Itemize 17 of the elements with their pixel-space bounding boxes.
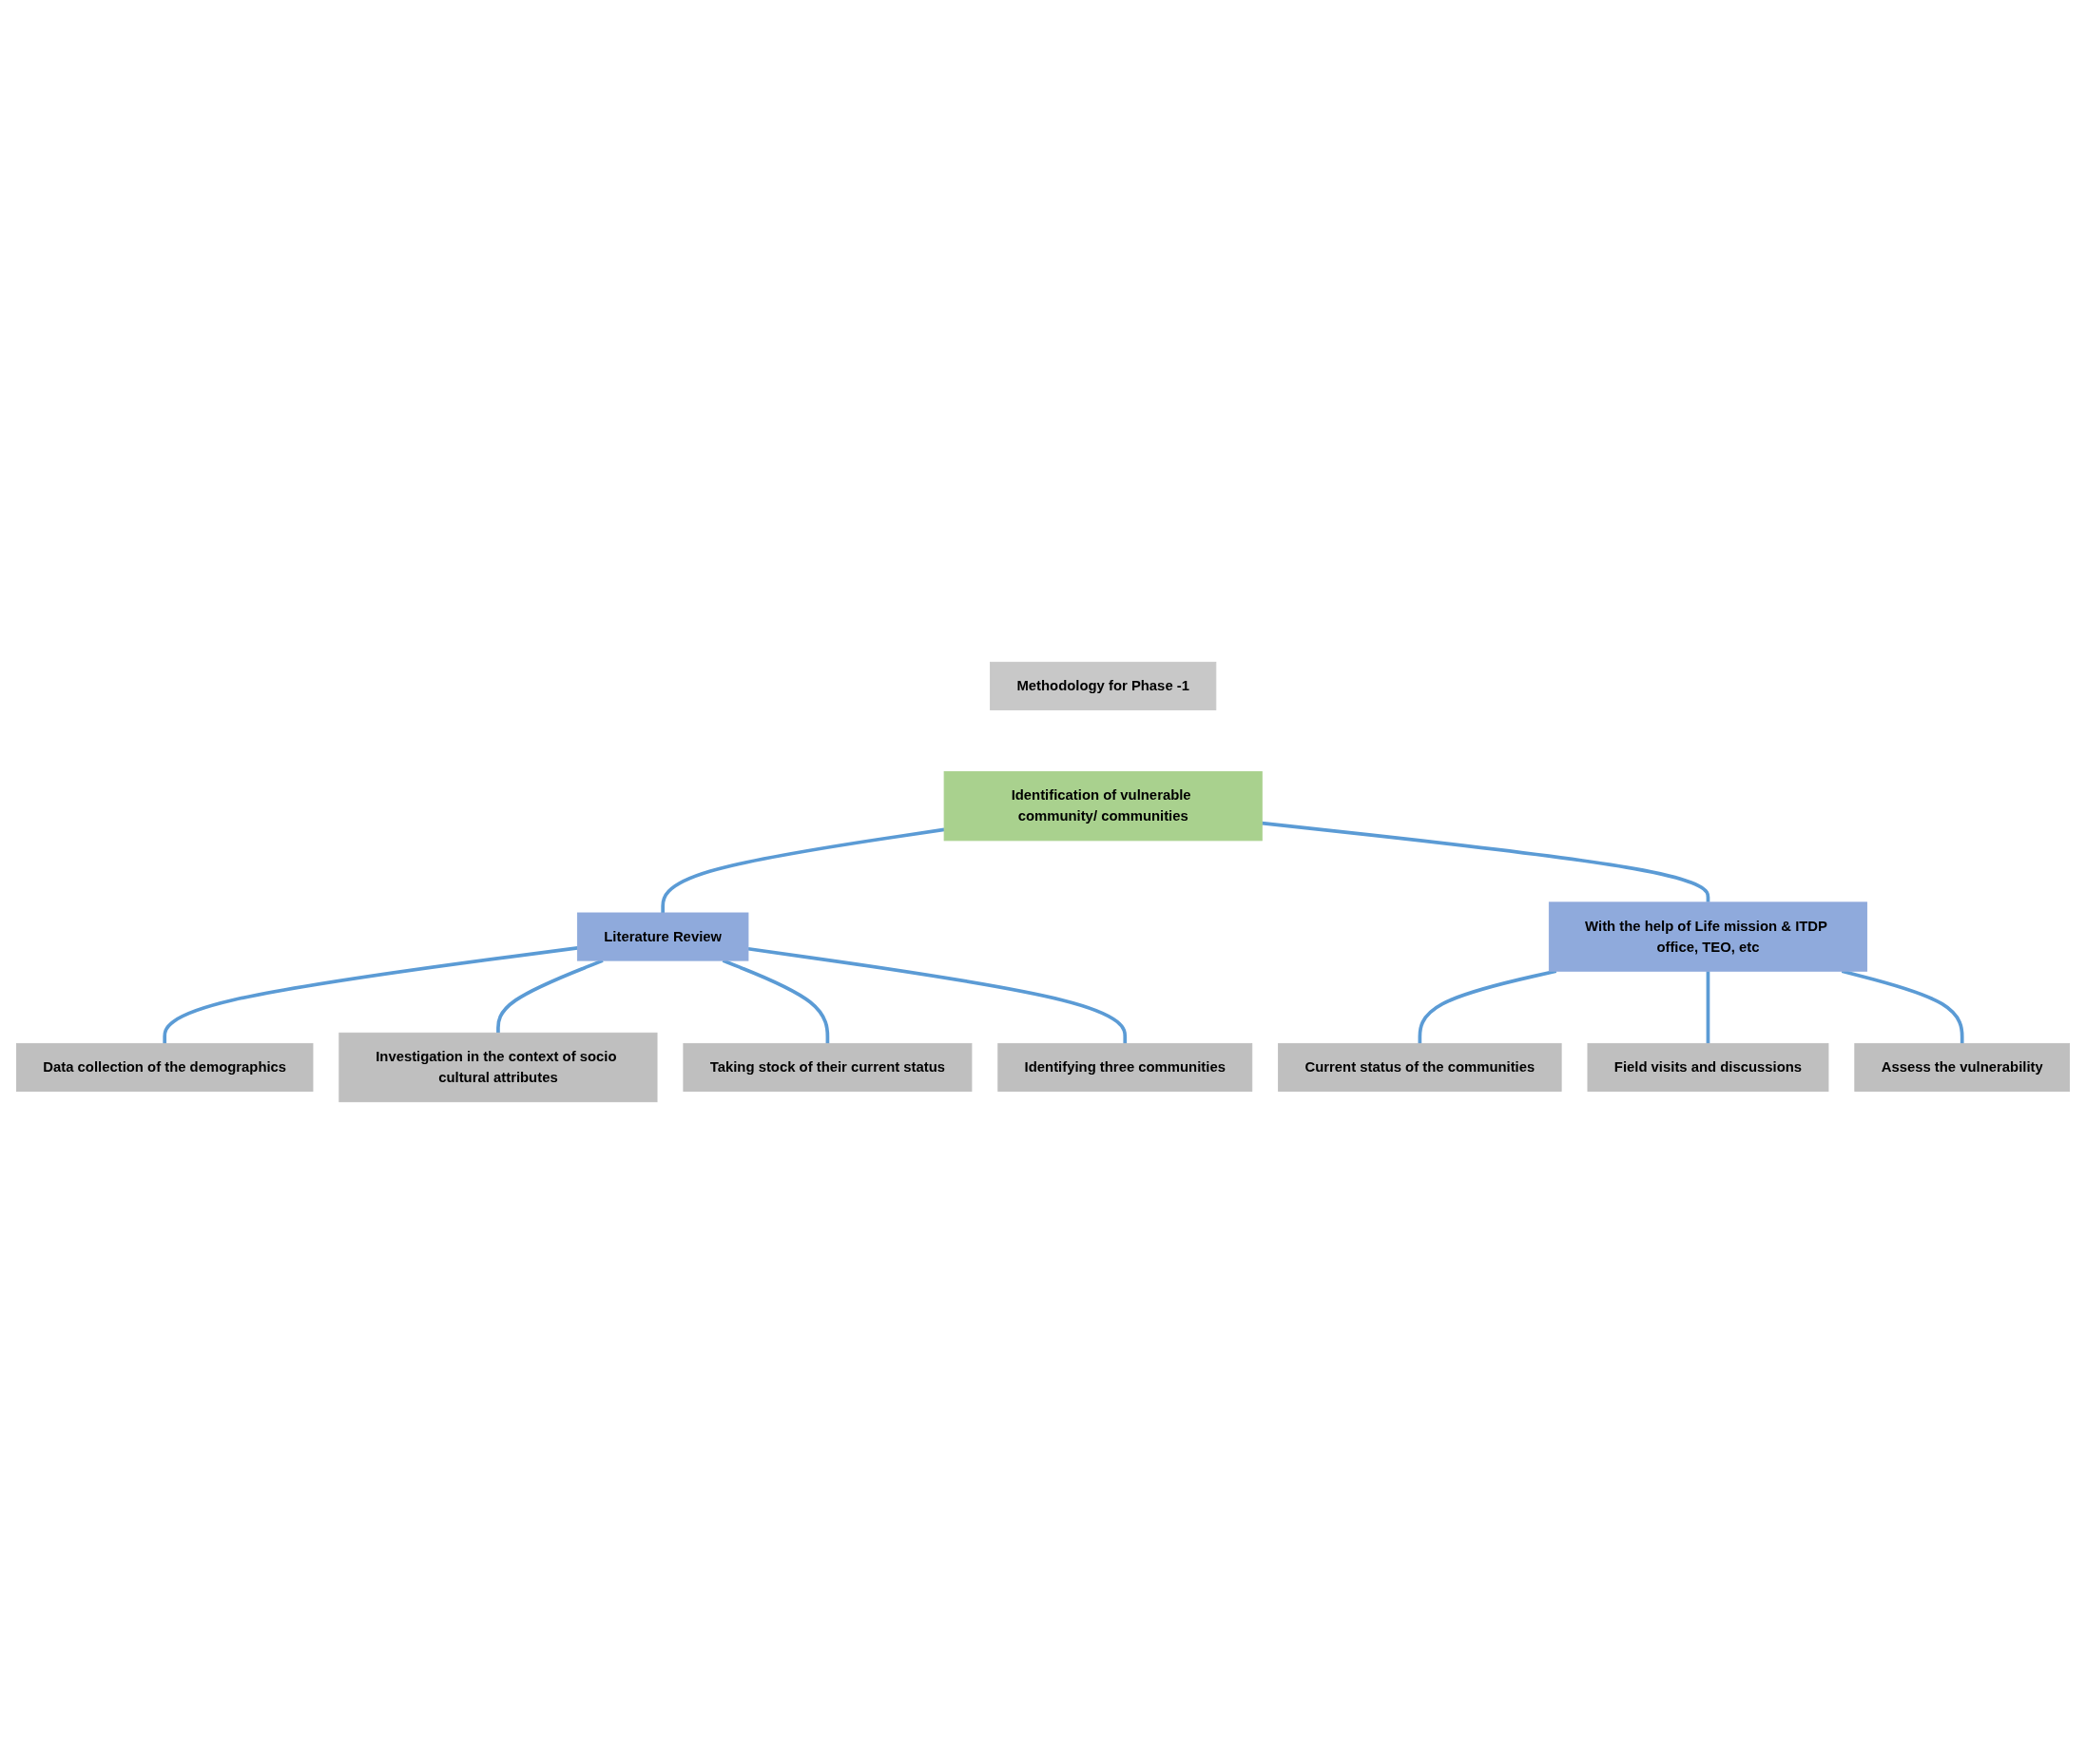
- connector: [163, 946, 578, 1044]
- node-box: Current status of the communities: [1278, 1042, 1562, 1092]
- connector: [1262, 821, 1710, 902]
- node-box: Investigation in the context of socio cultural attributes: [338, 1032, 658, 1103]
- node-box: Methodology for Phase -1: [990, 661, 1217, 710]
- node-box: Assess the vulnerability: [1854, 1042, 2071, 1092]
- connector: [1706, 971, 1710, 1044]
- node-box: Identification of vulnerable community/ communities: [943, 771, 1263, 842]
- connector: [1418, 969, 1557, 1044]
- node-box: With the help of Life mission & ITDP office, TEO, etc: [1548, 901, 1868, 972]
- node-box: Field visits and discussions: [1587, 1042, 1829, 1092]
- node-box: Data collection of the demographics: [15, 1042, 314, 1092]
- connector: [747, 946, 1128, 1044]
- node-box: Literature Review: [576, 912, 749, 961]
- node-box: Taking stock of their current status: [683, 1042, 973, 1092]
- connector: [661, 827, 945, 913]
- node-box: Identifying three communities: [997, 1042, 1253, 1092]
